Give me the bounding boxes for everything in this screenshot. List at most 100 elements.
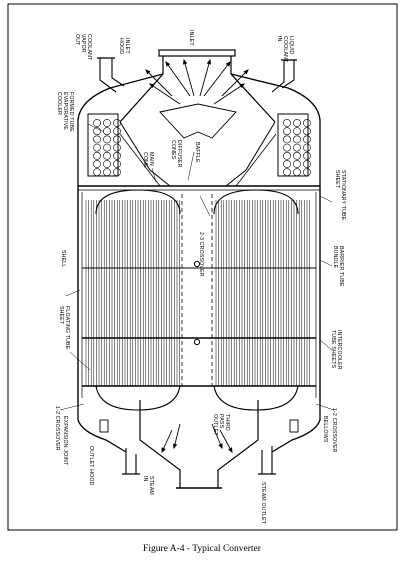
tube-bundle <box>85 200 310 386</box>
flow-arrow-head <box>182 58 188 65</box>
main-cone <box>119 121 276 187</box>
cooler-tube <box>303 160 311 168</box>
evaporative-cooler-left <box>87 113 119 177</box>
cooler-tube <box>303 127 311 136</box>
flow-arrow-head <box>145 69 151 75</box>
flow-arrow-shaft <box>221 69 249 97</box>
crossover-port-lower <box>193 338 201 346</box>
bottom-dome-right <box>213 385 299 411</box>
cooler-tube <box>113 127 121 136</box>
gas-flow-arrows <box>145 58 249 454</box>
cooler-tube <box>283 135 291 144</box>
label-floating-tube-sheet: FLOATING TUBE SHEET <box>58 306 70 351</box>
cooler-tube <box>103 160 111 168</box>
cooler-tube <box>283 168 291 177</box>
label-main-cone: MAIN CONE <box>142 152 154 168</box>
upper-head <box>77 73 321 186</box>
flow-arrow-head <box>149 83 155 89</box>
flow-arrow-shaft <box>145 69 173 97</box>
label-third-pass-outlet: THIRD PASS OUTLET <box>212 414 230 436</box>
cooler-tube <box>303 119 311 127</box>
cooler-tube <box>93 143 101 152</box>
cooler-tube <box>283 127 291 136</box>
cooler-tube <box>113 143 121 152</box>
cooler-tube <box>93 119 101 127</box>
cooler-tube <box>113 160 121 168</box>
liquid-coolant-in-nozzle <box>271 60 295 93</box>
outlet-hood <box>139 400 259 488</box>
flow-arrow-head <box>239 83 245 89</box>
label-coolant-vapor-out: COOLANT VAPOR OUT <box>74 34 92 62</box>
flow-arrow-shaft <box>183 59 195 97</box>
crossover-port-upper <box>193 260 201 268</box>
bottom-dome-left <box>95 385 181 411</box>
label-steam-outlet: STEAM OUTLET <box>260 482 266 525</box>
label-crossover-2-3: 2-3 CROSSOVER <box>198 232 204 277</box>
bellows <box>289 419 299 433</box>
cooler-tube <box>293 143 301 152</box>
label-crossover-1-2-left: 1-2 CROSSOVER <box>54 406 60 451</box>
cooler-tube <box>113 119 121 127</box>
lower-head <box>77 402 321 453</box>
label-barrier-tube-bundle: BARRIER TUBE BUNDLE <box>332 246 344 288</box>
diffuser-dome-left <box>95 189 181 215</box>
cooler-tube <box>113 151 121 160</box>
figure-caption: Figure A-4 - Typical Converter <box>143 544 261 554</box>
flow-arrow-shaft <box>219 429 233 453</box>
flow-arrow-head <box>206 58 212 65</box>
cooler-tube <box>293 135 301 144</box>
steam-outlet-nozzle <box>261 446 273 474</box>
flow-arrow-shaft <box>211 423 223 449</box>
cooler-tube <box>103 143 111 152</box>
label-liquid-coolant-in: LIQUID COOLANT IN <box>276 36 294 64</box>
cooler-tube <box>293 160 301 168</box>
cooler-tube <box>93 135 101 144</box>
label-intercooler-tube-sheets: INTERCOOLER TUBE SHEETS <box>330 330 342 371</box>
cooler-tube <box>293 119 301 127</box>
label-expansion-joint: EXPANSION JOINT <box>62 416 68 466</box>
flow-arrow-head <box>161 447 166 454</box>
flow-arrow-head <box>228 447 233 454</box>
cooler-tube <box>93 160 101 168</box>
cooler-tube <box>283 160 291 168</box>
cooler-tube <box>93 127 101 136</box>
figure-frame <box>7 3 398 531</box>
flow-arrow-head <box>165 61 171 67</box>
label-bellows: BELLOWS <box>322 416 328 443</box>
flow-arrow-shaft <box>199 59 211 97</box>
cooler-tube <box>283 151 291 160</box>
cooler-tube-rows <box>93 119 311 177</box>
cooler-tube <box>103 135 111 144</box>
label-inlet: INLET <box>188 30 194 46</box>
label-diffuser-cones: DIFFUSER CONES <box>170 140 182 169</box>
cooler-tube <box>103 127 111 136</box>
cooler-tube <box>103 168 111 177</box>
label-baffle: BAFFLE <box>194 142 200 163</box>
flow-arrow-shaft <box>149 83 181 105</box>
cooler-tube <box>283 119 291 127</box>
label-shell: SHELL <box>60 250 66 267</box>
expansion-joint <box>99 419 109 433</box>
flow-arrow-shaft <box>203 61 231 97</box>
cooler-tube <box>293 127 301 136</box>
flow-arrow-head <box>172 443 178 450</box>
cooler-tube <box>293 151 301 160</box>
evaporative-cooler-right <box>277 113 309 177</box>
cooler-tube <box>303 168 311 177</box>
label-steam-inlet: STEAM IN <box>142 476 154 497</box>
cooler-tube <box>303 151 311 160</box>
cooler-tube <box>113 168 121 177</box>
label-inlet-hood: INLET HOOD <box>118 38 130 55</box>
label-outlet-hood: OUTLET HOOD <box>88 446 94 486</box>
label-crossover-1-2-right: 1-2 CROSSOVER <box>331 408 337 453</box>
label-formed-tube-evaporative-cooler: FORMED TUBE EVAPORATIVE COOLER <box>56 92 74 134</box>
flow-arrow-head <box>218 443 223 450</box>
cooler-tube <box>283 143 291 152</box>
steam-inlet-nozzle <box>125 448 137 474</box>
cooler-tube <box>103 119 111 127</box>
cooler-tube <box>113 135 121 144</box>
flow-arrow-shaft <box>213 83 245 105</box>
cooler-tube <box>293 168 301 177</box>
